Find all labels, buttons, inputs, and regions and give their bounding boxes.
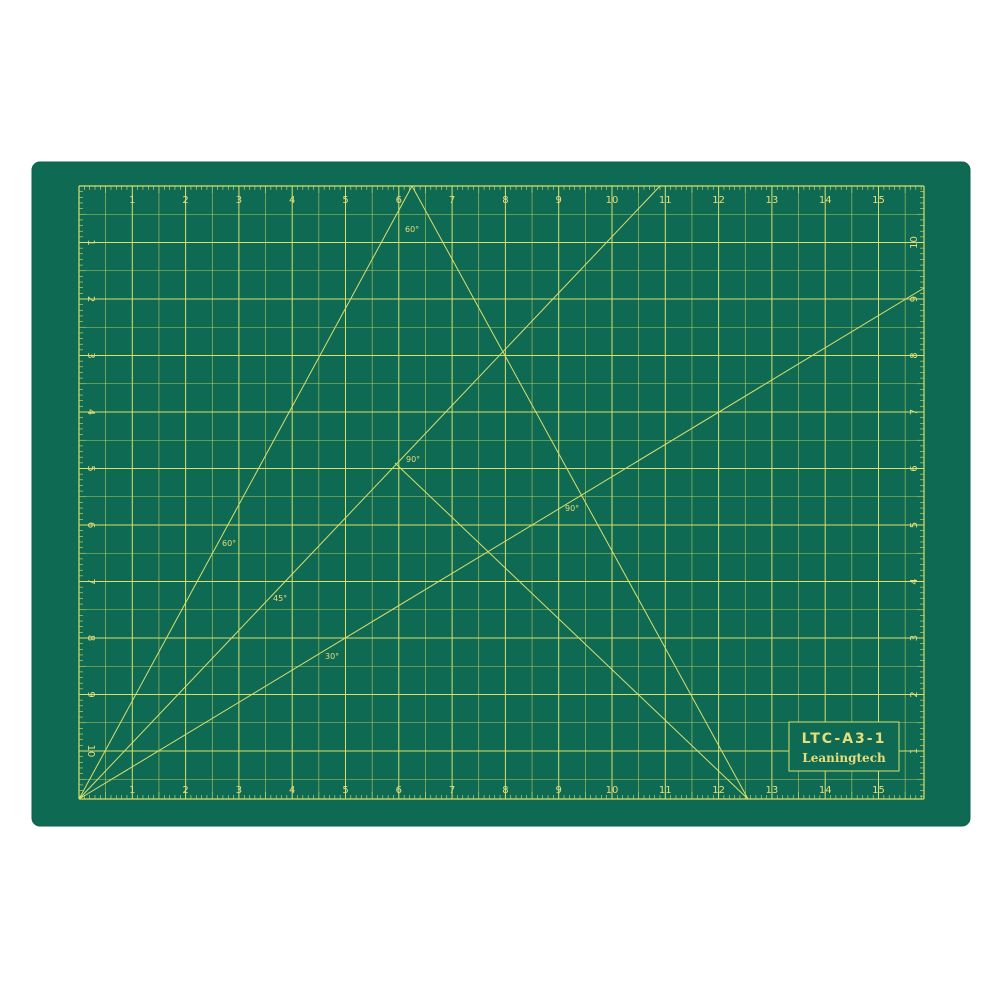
grid-lines xyxy=(78,185,925,800)
ruler-number-bottom: 1 xyxy=(129,785,135,796)
ruler-number-bottom: 8 xyxy=(502,785,508,796)
ruler-number-bottom: 6 xyxy=(396,785,402,796)
ruler-number-right: 1 xyxy=(909,748,920,754)
ruler-number-right: 6 xyxy=(909,465,920,471)
ruler-number-left: 9 xyxy=(85,691,96,697)
ruler-number-left: 6 xyxy=(85,522,96,528)
ruler-number-bottom: 10 xyxy=(606,785,619,796)
ruler-number-bottom: 3 xyxy=(236,785,242,796)
ruler-number-top: 7 xyxy=(449,195,455,206)
ruler-number-bottom: 5 xyxy=(342,785,348,796)
ruler-number-top: 6 xyxy=(396,195,402,206)
angle-lines xyxy=(78,185,925,800)
ruler-number-top: 8 xyxy=(502,195,508,206)
angle-label-center-90: 90° xyxy=(406,455,420,464)
ruler-number-right: 5 xyxy=(909,522,920,528)
ruler-number-right: 2 xyxy=(909,691,920,697)
ruler-number-left: 7 xyxy=(85,578,96,584)
ruler-number-right: 4 xyxy=(909,578,920,584)
brand-label: LTC-A3-1 Leaningtech xyxy=(788,721,900,772)
ruler-number-bottom: 2 xyxy=(182,785,188,796)
ruler-number-left: 10 xyxy=(85,745,96,758)
ruler-number-top: 1 xyxy=(129,195,135,206)
ruler-number-top: 15 xyxy=(872,195,885,206)
angle-label-top-60: 60° xyxy=(405,225,419,234)
ruler-number-bottom: 15 xyxy=(872,785,885,796)
ruler-number-right: 7 xyxy=(909,409,920,415)
ruler-ticks xyxy=(78,185,924,799)
ruler-number-right: 8 xyxy=(909,352,920,358)
ruler-number-top: 13 xyxy=(766,195,779,206)
brand-name: Leaningtech xyxy=(802,751,886,765)
ruler-number-left: 1 xyxy=(85,239,96,245)
ruler-number-top: 5 xyxy=(342,195,348,206)
brand-model: LTC-A3-1 xyxy=(802,731,887,747)
ruler-number-left: 8 xyxy=(85,635,96,641)
ruler-number-top: 3 xyxy=(236,195,242,206)
ruler-number-top: 14 xyxy=(819,195,832,206)
ruler-number-top: 11 xyxy=(659,195,672,206)
brand-box xyxy=(788,721,900,772)
perpendicular-line xyxy=(394,462,749,800)
ruler-number-left: 3 xyxy=(85,352,96,358)
ruler-number-top: 4 xyxy=(289,195,295,206)
ruler-number-right: 10 xyxy=(909,236,920,249)
angle-label-left-60: 60° xyxy=(222,539,236,548)
angle-line-60 xyxy=(78,185,413,800)
ruler-number-bottom: 9 xyxy=(556,785,562,796)
ruler-number-bottom: 4 xyxy=(289,785,295,796)
ruler-number-top: 10 xyxy=(606,195,619,206)
ruler-number-right: 9 xyxy=(909,296,920,302)
mat-board xyxy=(31,161,971,827)
angle-line-45 xyxy=(78,185,661,800)
ruler-number-top: 12 xyxy=(712,195,725,206)
angle-label-left-30: 30° xyxy=(325,652,339,661)
ruler-number-bottom: 12 xyxy=(712,785,725,796)
ruler-number-left: 5 xyxy=(85,465,96,471)
ruler-number-top: 9 xyxy=(556,195,562,206)
ruler-number-left: 2 xyxy=(85,296,96,302)
angle-label-left-45: 45° xyxy=(273,594,287,603)
ruler-number-bottom: 14 xyxy=(819,785,832,796)
ruler-number-bottom: 7 xyxy=(449,785,455,796)
ruler-number-bottom: 13 xyxy=(766,785,779,796)
ruler-number-bottom: 11 xyxy=(659,785,672,796)
ruler-number-left: 4 xyxy=(85,409,96,415)
angle-label-right-90: 90° xyxy=(565,504,579,513)
angle-line-30 xyxy=(78,287,925,800)
angle-line-60-return xyxy=(411,185,749,800)
ruler-number-right: 3 xyxy=(909,635,920,641)
ruler-number-top: 2 xyxy=(182,195,188,206)
